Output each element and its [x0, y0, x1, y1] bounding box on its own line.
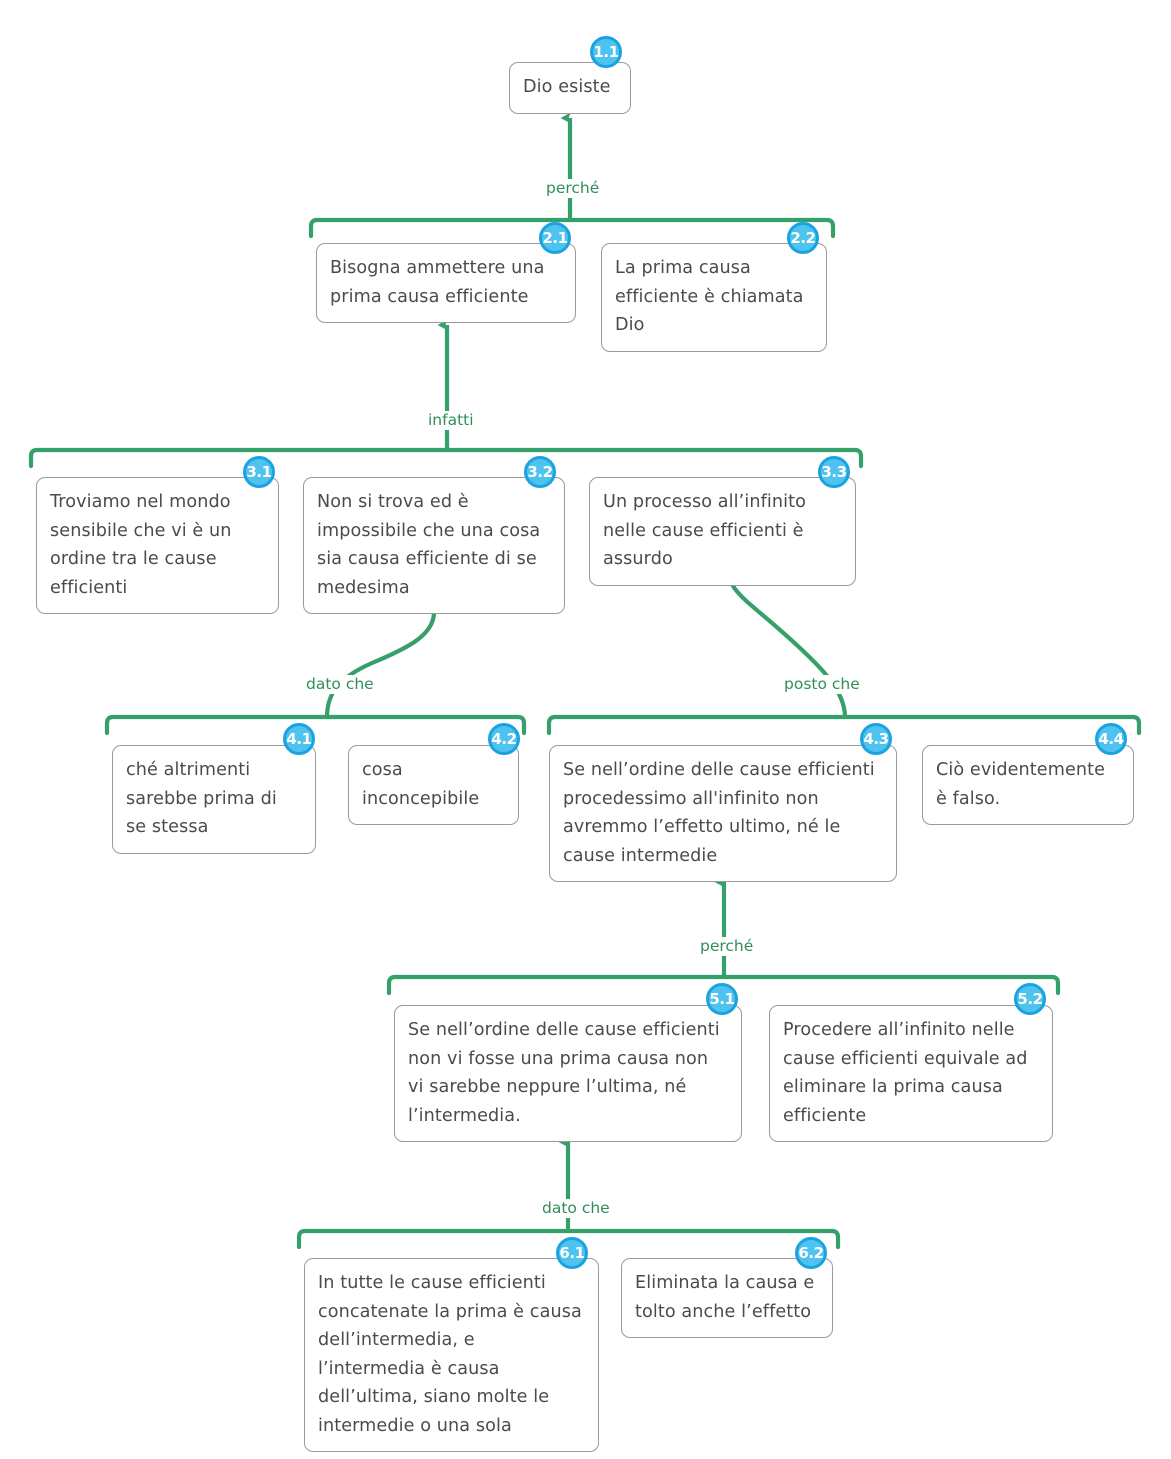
node-4-2[interactable]: cosa inconcepibile	[348, 745, 519, 825]
node-3-3[interactable]: Un processo all’infinito nelle cause eff…	[589, 477, 856, 586]
node-badge-3-3[interactable]: 3.3	[818, 456, 850, 488]
node-4-1[interactable]: ché altrimenti sarebbe prima di se stess…	[112, 745, 316, 854]
node-badge-2-2[interactable]: 2.2	[787, 222, 819, 254]
edge-label-perche-1: perché	[541, 179, 605, 198]
node-4-4[interactable]: Ciò evidentemente è falso.	[922, 745, 1134, 825]
edge-label-datoche-2: dato che	[537, 1199, 615, 1218]
node-badge-3-2[interactable]: 3.2	[524, 456, 556, 488]
node-badge-6-1[interactable]: 6.1	[556, 1237, 588, 1269]
bracket-row4-right	[546, 714, 1142, 736]
bracket-row2	[308, 217, 836, 239]
node-badge-5-2[interactable]: 5.2	[1014, 983, 1046, 1015]
node-badge-3-1[interactable]: 3.1	[243, 456, 275, 488]
node-badge-4-2[interactable]: 4.2	[488, 723, 520, 755]
node-6-2[interactable]: Eliminata la causa e tolto anche l’effet…	[621, 1258, 833, 1338]
node-badge-6-2[interactable]: 6.2	[795, 1237, 827, 1269]
node-badge-2-1[interactable]: 2.1	[539, 222, 571, 254]
edge-label-postoche: posto che	[779, 675, 865, 694]
node-badge-4-3[interactable]: 4.3	[860, 723, 892, 755]
node-6-1[interactable]: In tutte le cause efficienti concatenate…	[304, 1258, 599, 1452]
edge-datoche-row4-to-3-2	[324, 609, 437, 720]
edge-label-perche-2: perché	[695, 937, 759, 956]
node-badge-1-1[interactable]: 1.1	[590, 36, 622, 68]
node-1-1[interactable]: Dio esiste	[509, 62, 631, 114]
node-badge-4-4[interactable]: 4.4	[1095, 723, 1127, 755]
node-2-1[interactable]: Bisogna ammettere una prima causa effici…	[316, 243, 576, 323]
node-2-2[interactable]: La prima causa efficiente è chiamata Dio	[601, 243, 827, 352]
node-5-2[interactable]: Procedere all’infinito nelle cause effic…	[769, 1005, 1053, 1142]
node-4-3[interactable]: Se nell’ordine delle cause efficienti pr…	[549, 745, 897, 882]
node-3-2[interactable]: Non si trova ed è impossibile che una co…	[303, 477, 565, 614]
node-5-1[interactable]: Se nell’ordine delle cause efficienti no…	[394, 1005, 742, 1142]
bracket-row3	[28, 447, 864, 469]
bracket-row4-left	[104, 714, 527, 736]
node-badge-5-1[interactable]: 5.1	[706, 983, 738, 1015]
node-badge-4-1[interactable]: 4.1	[283, 723, 315, 755]
node-3-1[interactable]: Troviamo nel mondo sensibile che vi è un…	[36, 477, 279, 614]
edge-label-datoche-1: dato che	[301, 675, 379, 694]
edge-label-infatti: infatti	[423, 411, 479, 430]
